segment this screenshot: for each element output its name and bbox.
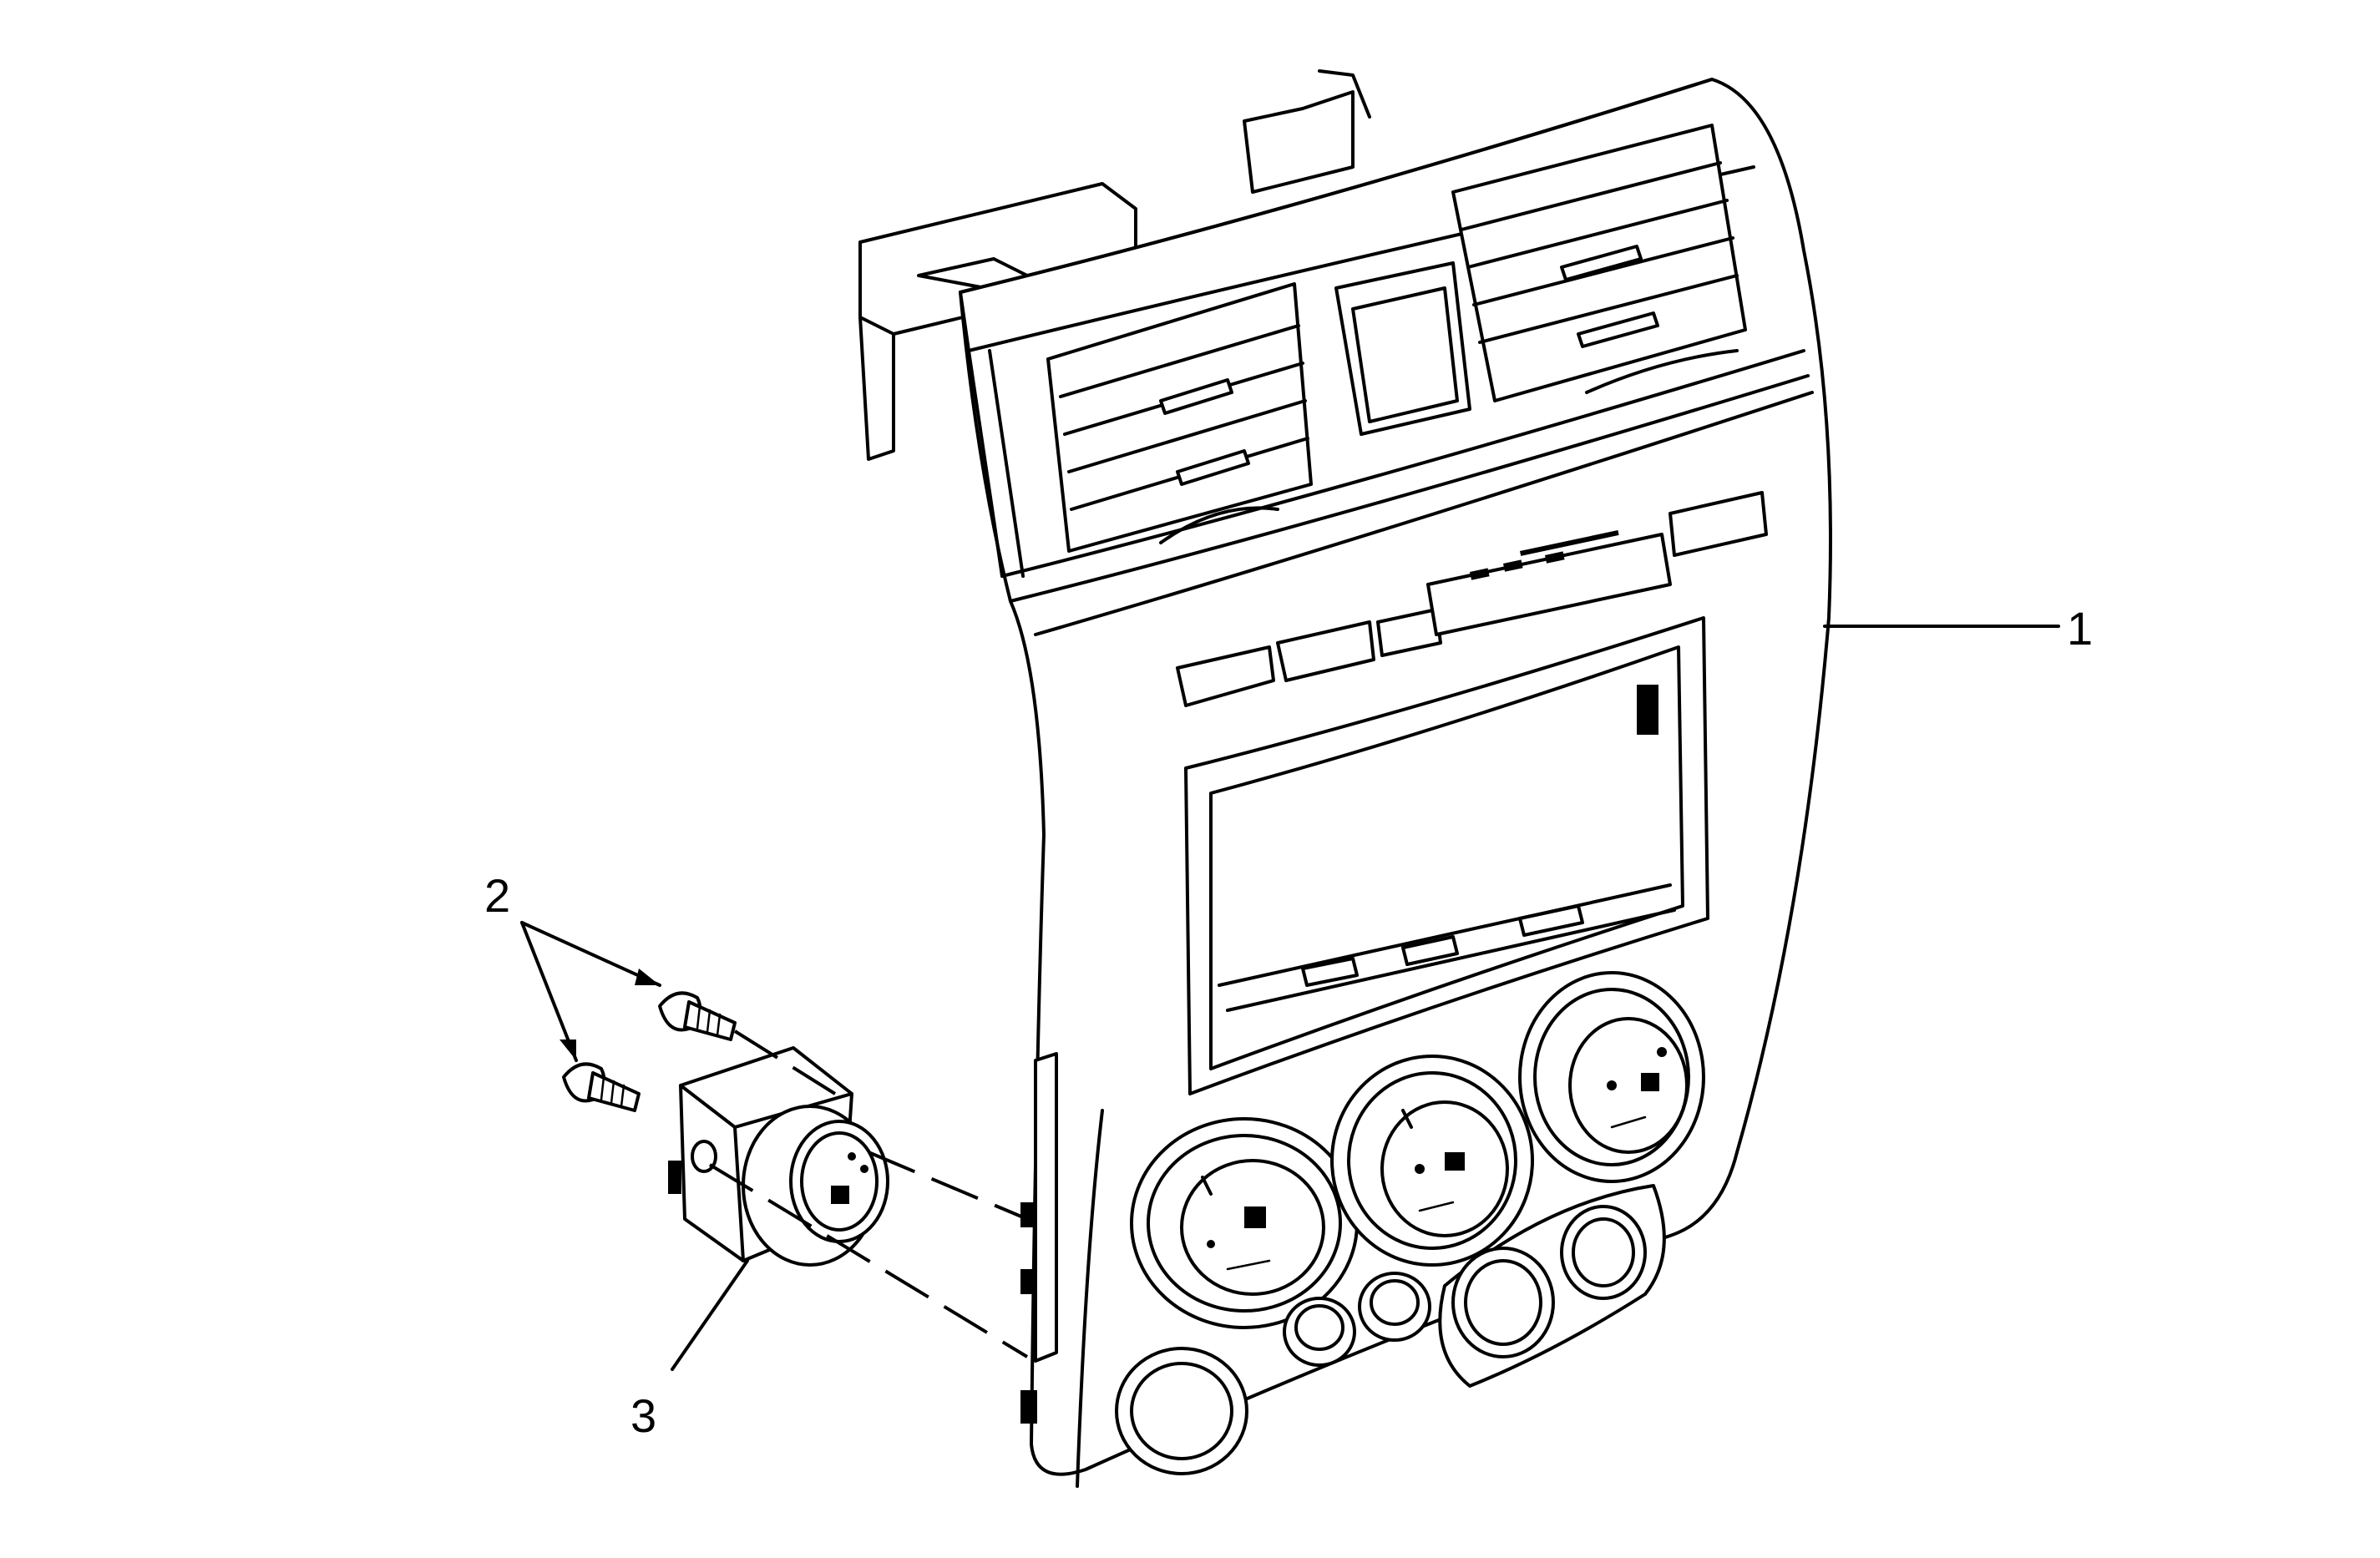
explosion-lines (708, 1029, 1029, 1358)
callout-2-label: 2 (484, 869, 510, 922)
center-hvac-knob-icon (1330, 1055, 1534, 1267)
callout-3-label: 3 (630, 1389, 656, 1442)
instrument-panel-bezel (858, 69, 1832, 1488)
callout-3-leader (671, 1259, 749, 1371)
radio-opening (1184, 616, 1709, 1095)
callout-2-leaders (520, 921, 661, 1062)
wiper-switch-icon (668, 1046, 889, 1267)
right-air-vent-icon (1451, 124, 1747, 402)
lower-buttons (1115, 1184, 1666, 1475)
switch-strip (1176, 491, 1768, 707)
screw-icon-lower (562, 1062, 641, 1112)
left-hvac-knob-icon (1130, 1117, 1359, 1329)
left-air-vent-icon (1046, 282, 1313, 553)
callout-1-label: 1 (2067, 602, 2093, 655)
right-hvac-knob-icon (1518, 971, 1705, 1183)
screw-icon-upper (658, 991, 737, 1041)
